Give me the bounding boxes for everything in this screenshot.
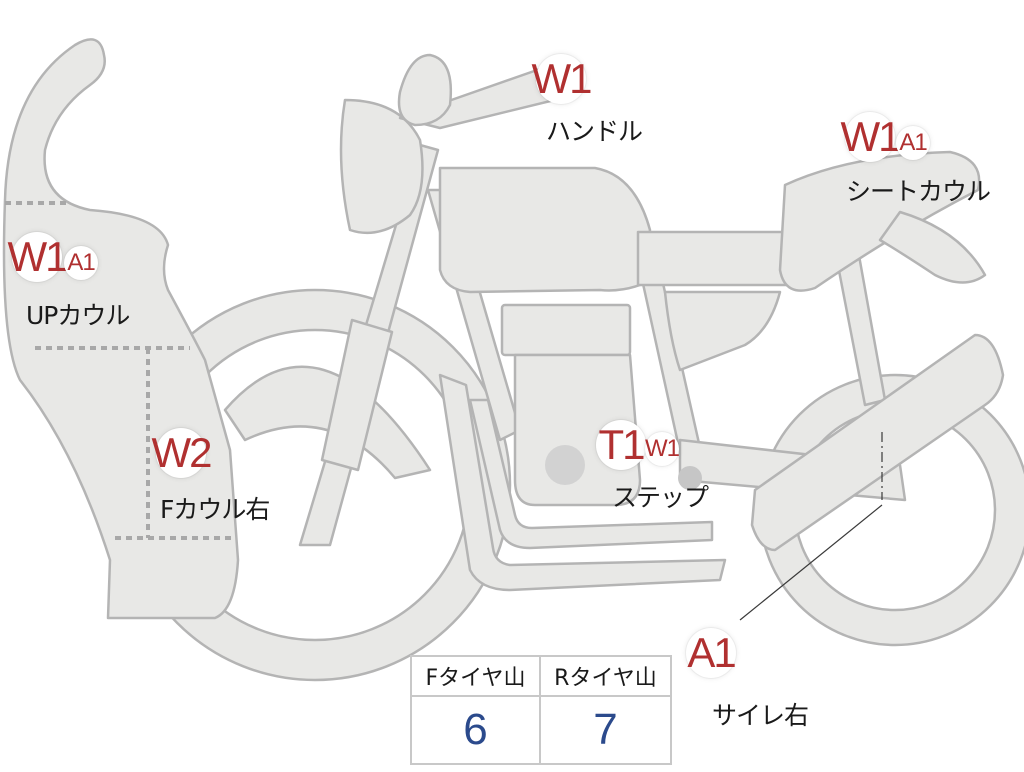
- damage-code-step-t1: T1: [596, 420, 646, 470]
- fork-tube: [320, 318, 394, 472]
- exhaust-pipe-inner: [468, 398, 714, 550]
- silencer: [750, 333, 1005, 552]
- label-handle: ハンドル: [546, 117, 643, 146]
- damage-code-handle-w1: W1: [531, 54, 593, 104]
- step-peg: [678, 466, 702, 490]
- rear-frame: [833, 248, 887, 407]
- exhaust-pipe-outer: [438, 373, 727, 592]
- header-rear-tire: Rタイヤ山: [541, 657, 670, 697]
- side-cover: [663, 290, 782, 372]
- damage-code-up-cowl-w1: W1: [7, 232, 69, 282]
- tail-light: [878, 210, 987, 284]
- header-front-tire: Fタイヤ山: [412, 657, 541, 697]
- engine-head: [500, 303, 632, 357]
- damage-code-silencer-right-a1: A1: [686, 628, 737, 678]
- seat: [636, 230, 802, 287]
- damage-code-step-w1: W1: [645, 432, 680, 466]
- value-rear-tire: 7: [593, 705, 618, 754]
- engine-cover: [545, 445, 585, 485]
- damage-code-f-cowl-right-w2: W2: [151, 428, 213, 478]
- tire-tread-table: Fタイヤ山 Rタイヤ山 6 7: [410, 655, 672, 765]
- damage-code-seat-cowl-w1: W1: [840, 112, 902, 162]
- mirror: [397, 53, 452, 127]
- fuel-tank: [438, 166, 652, 294]
- damage-code-up-cowl-a1: A1: [64, 246, 98, 280]
- label-step: ステップ: [612, 483, 709, 512]
- label-f-cowl-right: Fカウル右: [160, 495, 270, 524]
- front-fender: [223, 365, 432, 480]
- damage-code-seat-cowl-a1: A1: [896, 126, 930, 160]
- label-seat-cowl: シートカウル: [846, 177, 991, 206]
- label-silencer-right: サイレ右: [712, 701, 809, 730]
- label-up-cowl: UPカウル: [26, 301, 130, 330]
- value-front-tire: 6: [412, 697, 541, 763]
